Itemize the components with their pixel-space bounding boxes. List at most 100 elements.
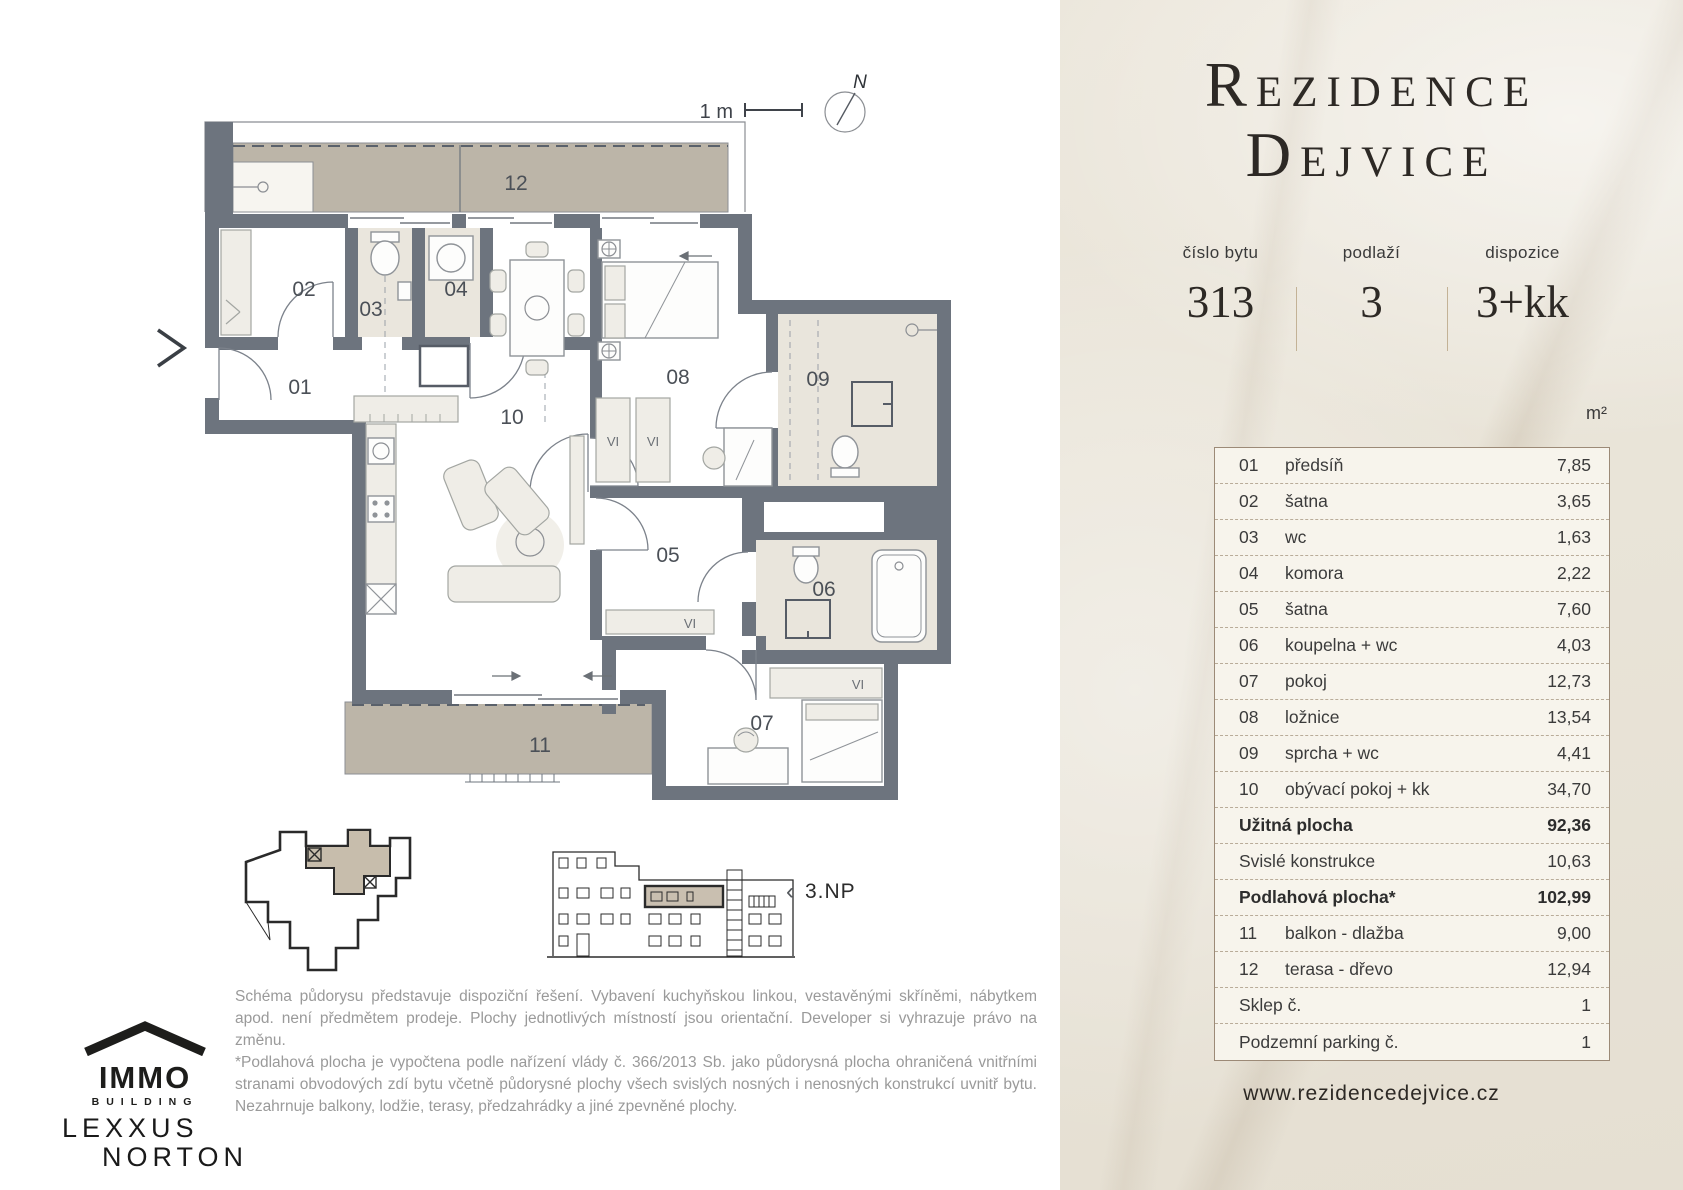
table-row: Svislé konstrukce 10,63 [1215, 844, 1609, 880]
row-label: koupelna + wc [1285, 635, 1398, 655]
room-label-08: 08 [666, 366, 689, 389]
row-number: 07 [1239, 671, 1259, 691]
room-labels: 01 02 03 04 05 06 07 08 09 10 11 12 [288, 172, 835, 757]
row-number: 09 [1239, 743, 1259, 763]
table-row: 03 wc 1,63 [1215, 520, 1609, 556]
row-value: 102,99 [1537, 887, 1591, 907]
row-label: wc [1285, 527, 1307, 547]
row-number: 02 [1239, 491, 1259, 511]
north-label: N [853, 72, 867, 93]
unit-number-value: 313 [1186, 277, 1255, 327]
brand-title: REZIDENCE DEJVICE [1060, 54, 1683, 194]
row-label: Podzemní parking č. [1239, 1031, 1399, 1052]
row-label: terasa - dřevo [1285, 959, 1393, 979]
table-row: Sklep č.1 [1215, 988, 1609, 1024]
divider [1446, 287, 1448, 351]
row-value: 1 [1581, 1031, 1591, 1052]
terrace-access-box [232, 161, 314, 213]
table-row: Užitná plocha 92,36 [1215, 808, 1609, 844]
shaft-box [418, 344, 470, 388]
layout-block: dispozice 3+kk [1448, 243, 1598, 351]
wardrobe-02 [220, 229, 252, 336]
svg-text:VI: VI [647, 434, 659, 449]
room-label-06: 06 [812, 578, 835, 601]
lexxus-norton-logo: LEXXUS NORTON [62, 1114, 248, 1172]
balcony-11 [344, 701, 653, 783]
key-plan [244, 828, 412, 972]
dining-table [489, 241, 585, 376]
entry-arrow-icon [157, 328, 188, 368]
toilet-03 [370, 231, 412, 301]
row-value: 7,60 [1556, 599, 1591, 619]
row-value: 13,54 [1547, 707, 1591, 727]
row-value: 92,36 [1547, 815, 1591, 835]
washer-04 [428, 235, 474, 281]
row-value: 4,41 [1556, 743, 1591, 763]
flow-arrows [492, 251, 712, 681]
row-number: 01 [1239, 455, 1259, 475]
row-label: ložnice [1285, 707, 1340, 727]
disclaimer: Schéma půdorysu představuje dispoziční ř… [235, 986, 1037, 1118]
row-value: 1 [1581, 995, 1591, 1015]
divider [1295, 287, 1297, 351]
sofa-group [443, 435, 585, 603]
wardrobe-05: VI [605, 609, 715, 635]
row-value: 1,63 [1556, 527, 1591, 547]
disclaimer-paragraph-1: Schéma půdorysu představuje dispoziční ř… [235, 988, 1037, 1049]
svg-text:VI: VI [607, 434, 619, 449]
row-label: pokoj [1285, 671, 1327, 691]
lexxus-line1: LEXXUS [62, 1113, 199, 1143]
area-unit-label: m² [1586, 403, 1607, 423]
table-row: Podlahová plocha*102,99 [1215, 880, 1609, 916]
row-label: Užitná plocha [1239, 815, 1353, 835]
terrace-12 [232, 142, 729, 213]
row-label: komora [1285, 563, 1344, 583]
table-row: 04 komora 2,22 [1215, 556, 1609, 592]
room-label-07: 07 [750, 712, 773, 735]
room-label-05: 05 [656, 544, 679, 567]
immo-building-logo: IMMO BUILDING [78, 1020, 212, 1108]
row-label: Svislé konstrukce [1239, 851, 1376, 871]
row-number: 03 [1239, 527, 1259, 547]
kitchen-counter [365, 423, 397, 615]
chevron-left-icon: ‹ [786, 878, 795, 905]
row-value: 4,03 [1556, 635, 1591, 655]
bed-08 [597, 239, 719, 361]
room-07-furniture: VI [707, 667, 883, 785]
row-number: 04 [1239, 563, 1259, 583]
row-value: 7,85 [1556, 455, 1591, 475]
row-value: 3,65 [1556, 491, 1591, 511]
row-value: 10,63 [1547, 851, 1591, 871]
immo-logo-name: IMMO [98, 1060, 192, 1095]
floor-level-label: ‹ 3.NP [786, 878, 856, 906]
row-label: balkon - dlažba [1285, 923, 1404, 943]
table-row: 07 pokoj 12,73 [1215, 664, 1609, 700]
row-value: 34,70 [1547, 779, 1591, 799]
floor-value: 3 [1360, 277, 1383, 327]
row-value: 9,00 [1556, 923, 1591, 943]
unit-info-row: číslo bytu 313 podlaží 3 dispozice 3+kk [1060, 243, 1683, 351]
row-number: 08 [1239, 707, 1259, 727]
brand-title-line2: DEJVICE [1245, 120, 1498, 190]
lexxus-line2: NORTON [102, 1142, 249, 1172]
row-value: 12,73 [1547, 671, 1591, 691]
table-row: Podzemní parking č. 1 [1215, 1024, 1609, 1060]
hall-cabinet [353, 395, 459, 423]
row-value: 2,22 [1556, 563, 1591, 583]
floor-block: podlaží 3 [1297, 243, 1447, 351]
scale-label: 1 m [700, 101, 733, 123]
row-label: sprcha + wc [1285, 743, 1379, 763]
scale-bar: 1 m [700, 101, 803, 123]
disclaimer-paragraph-2: *Podlahová plocha je vypočtena podle nař… [235, 1054, 1037, 1115]
unit-number-label: číslo bytu [1182, 243, 1259, 262]
roof-icon [84, 1021, 206, 1057]
windows [350, 217, 698, 700]
